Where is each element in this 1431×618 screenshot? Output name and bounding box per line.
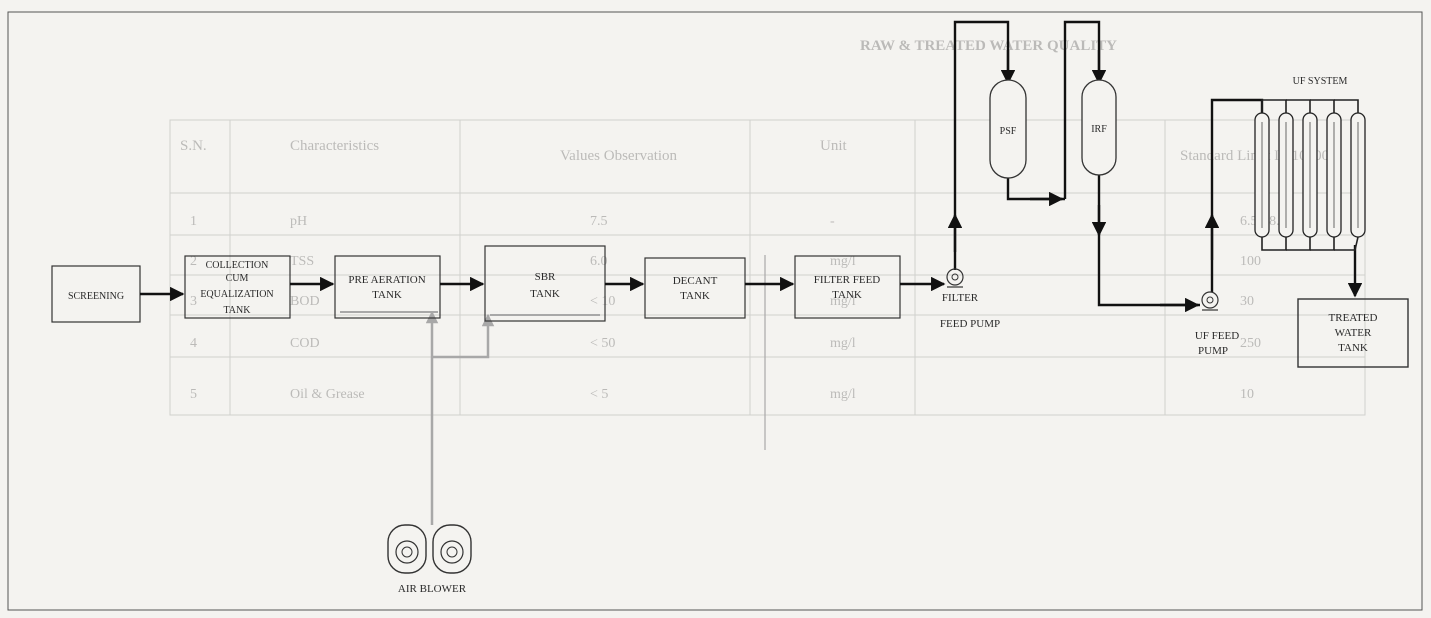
flow-arrows (140, 20, 1363, 313)
svg-text:Characteristics: Characteristics (290, 138, 379, 154)
background-table-cell: mg/l (830, 294, 856, 309)
box-sbr: SBR TANK (484, 245, 606, 322)
box-collection-label-2: CUM (226, 273, 249, 284)
box-decant-label-1: DECANT (673, 275, 718, 287)
uf-system-label: UF SYSTEM (1293, 76, 1348, 87)
background-table-cell: < 50 (590, 336, 615, 351)
filter-feed-pump-label-2: FEED PUMP (940, 318, 1000, 330)
box-decant-label-2: TANK (680, 290, 710, 302)
box-collection: COLLECTION CUM EQUALIZATION TANK (184, 255, 291, 319)
background-table-cell: 4 (190, 336, 197, 351)
background-table-cell: 30 (1240, 294, 1254, 309)
svg-text:Values Observation: Values Observation (560, 148, 678, 164)
background-table-cell: 5 (190, 387, 197, 402)
air-blower: AIR BLOWER (387, 524, 472, 595)
box-pre-aeration-label-1: PRE AERATION (348, 274, 425, 286)
svg-text:S.N.: S.N. (180, 138, 207, 154)
background-table-cell: 1 (190, 214, 197, 229)
background-table-cell: - (830, 214, 835, 229)
background-table-cell: 3 (190, 294, 197, 309)
line-psf-to-irf (1006, 178, 1065, 201)
background-table-cell: 100 (1240, 254, 1261, 269)
box-filter-feed-label-1: FILTER FEED (814, 274, 881, 286)
box-treated-label-2: WATER (1335, 327, 1372, 339)
uf-feed-pump-label-1: UF FEED (1195, 330, 1239, 342)
box-collection-label-1: COLLECTION (206, 260, 269, 271)
uf-modules (1254, 112, 1366, 238)
box-pre-aeration: PRE AERATION TANK (334, 255, 441, 319)
background-table-cell: mg/l (830, 254, 856, 269)
background-table-cell: COD (290, 336, 320, 351)
background-table-cell: pH (290, 214, 307, 229)
background-table: RAW & TREATED WATER QUALITY S.N. Charact… (169, 38, 1366, 416)
filter-feed-pump: FILTER FEED PUMP (940, 268, 1000, 330)
box-screening: SCREENING (51, 265, 141, 323)
filter-feed-pump-label-1: FILTER (942, 292, 979, 304)
box-treated-label-1: TREATED (1329, 312, 1378, 324)
vessel-psf-label: PSF (1000, 126, 1017, 137)
box-treated-label-3: TANK (1338, 342, 1368, 354)
uf-feed-pump: UF FEED PUMP (1195, 291, 1239, 357)
background-table-title: RAW & TREATED WATER QUALITY (860, 38, 1117, 54)
box-decant: DECANT TANK (644, 257, 746, 319)
air-lines (340, 255, 766, 525)
box-filter-feed-label-2: TANK (832, 289, 862, 301)
box-collection-label-4: TANK (224, 305, 252, 316)
uf-feed-pump-label-2: PUMP (1198, 345, 1228, 357)
box-collection-label-3: EQUALIZATION (200, 289, 273, 300)
background-table-cell: 10 (1240, 387, 1254, 402)
line-irf-to-ufpump (1097, 175, 1200, 307)
background-table-cell: 6.0 (590, 254, 608, 269)
background-table-cell: TSS (290, 254, 314, 269)
box-pre-aeration-label-2: TANK (372, 289, 402, 301)
background-table-cell: 7.5 (590, 214, 608, 229)
background-table-cell: BOD (290, 294, 320, 309)
background-table-cell: Oil & Grease (290, 387, 365, 402)
uf-system: UF SYSTEM (1254, 76, 1366, 251)
vessel-psf: PSF (989, 79, 1027, 179)
background-table-cell: 2 (190, 254, 197, 269)
box-filter-feed-tank: FILTER FEED TANK (794, 255, 901, 319)
diagram-frame (7, 11, 1423, 611)
background-table-cell: 250 (1240, 336, 1261, 351)
vessel-irf-label: IRF (1091, 124, 1107, 135)
box-screening-label: SCREENING (68, 291, 124, 302)
box-sbr-label-1: SBR (535, 271, 556, 283)
box-treated-water: TREATED WATER TANK (1297, 298, 1409, 368)
vessel-irf: IRF (1081, 79, 1117, 176)
air-line-sbr (432, 313, 495, 359)
svg-text:Unit: Unit (820, 138, 848, 154)
background-table-cell: < 10 (590, 294, 615, 309)
background-table-cell: mg/l (830, 387, 856, 402)
background-table-cell: < 5 (590, 387, 608, 402)
air-blower-label: AIR BLOWER (398, 583, 467, 595)
box-sbr-label-2: TANK (530, 288, 560, 300)
background-table-cell: mg/l (830, 336, 856, 351)
uf-interconnect (1261, 99, 1359, 251)
